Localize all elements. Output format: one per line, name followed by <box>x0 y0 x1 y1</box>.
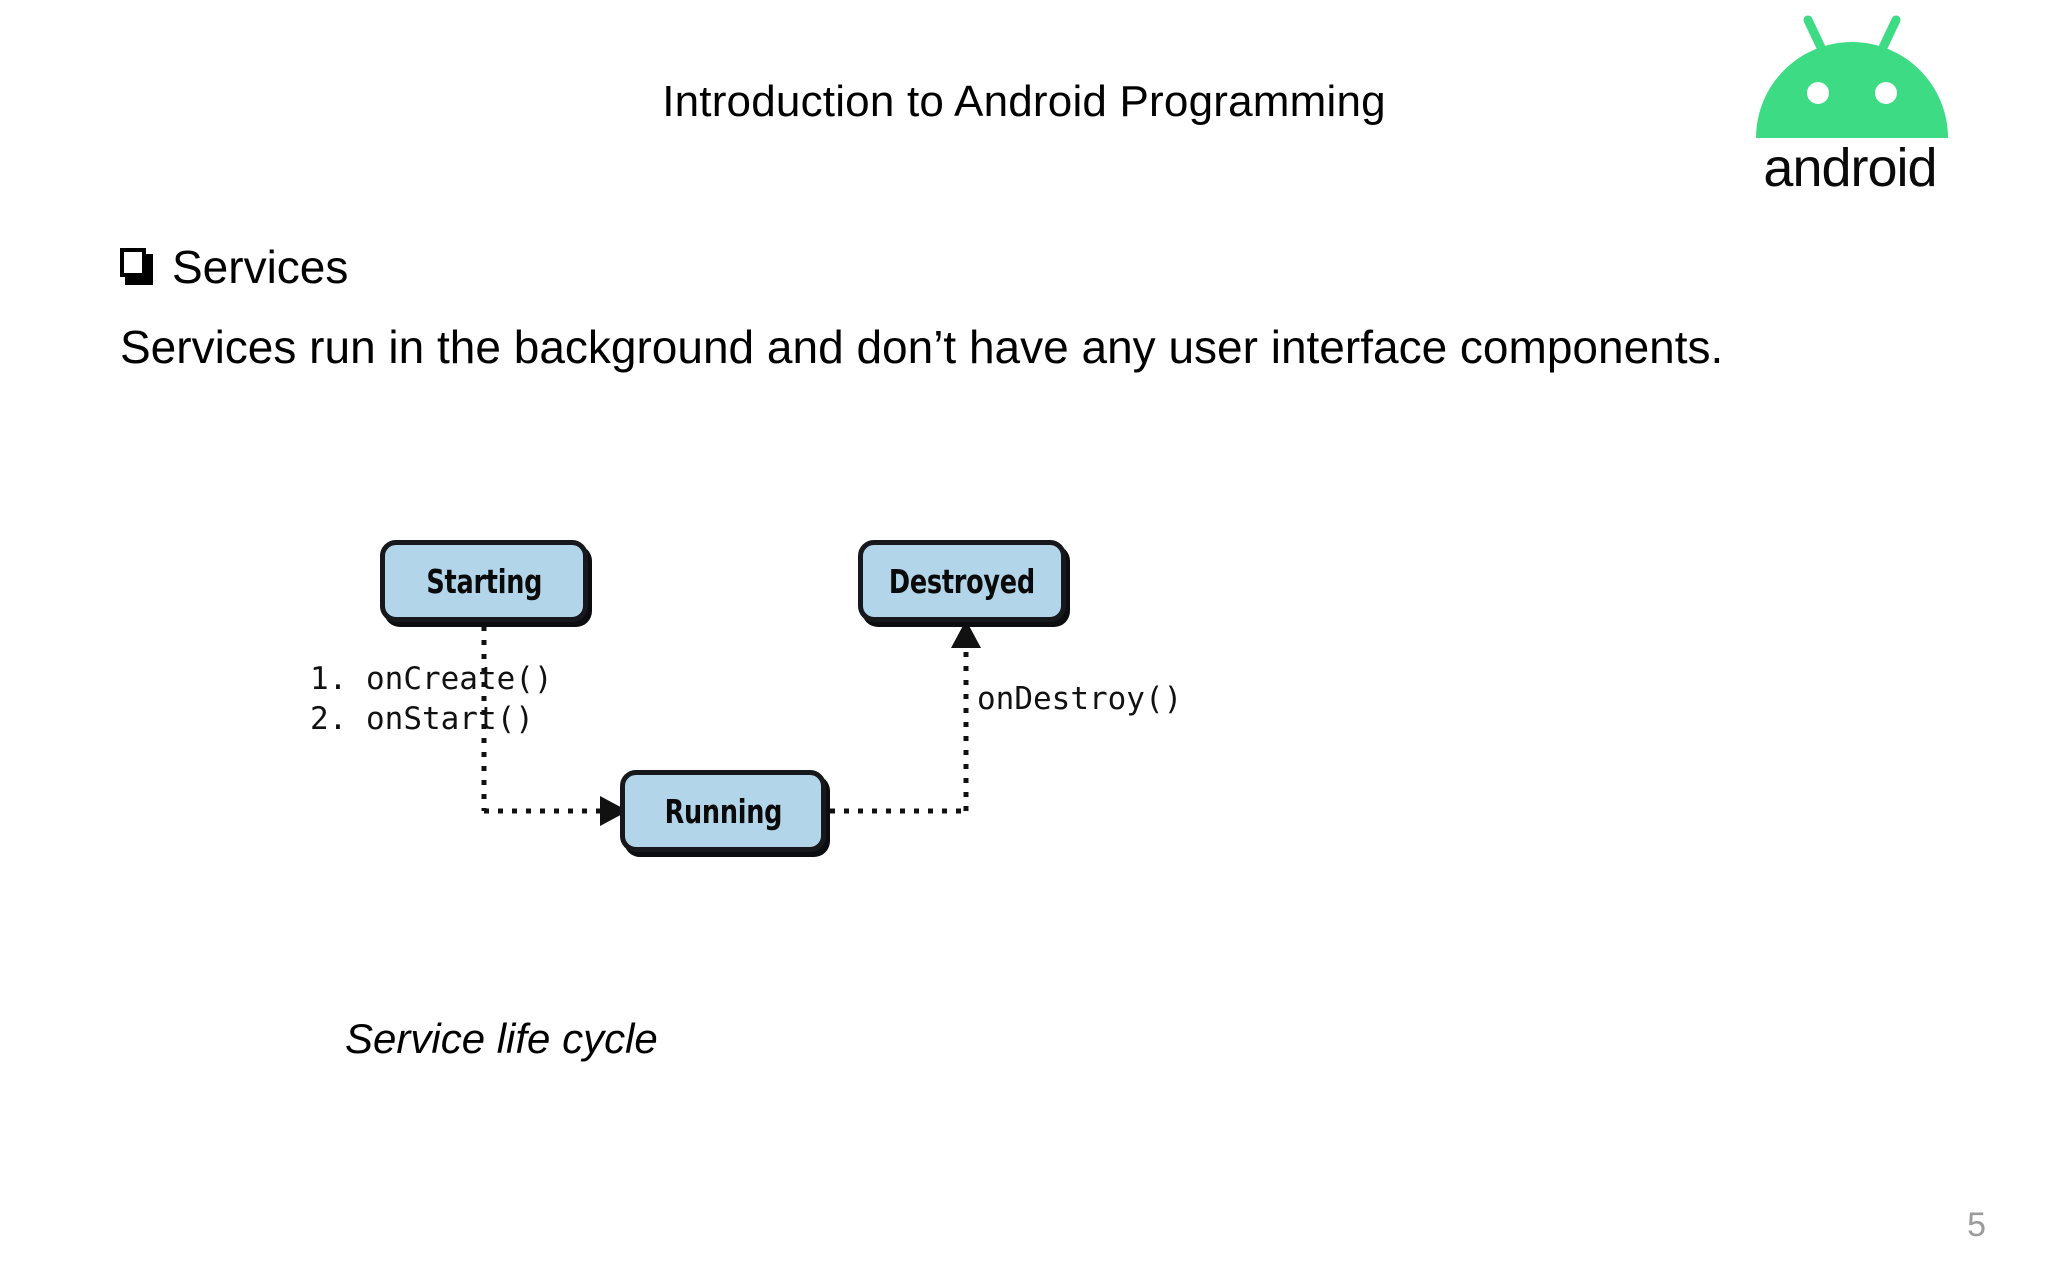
node-starting-label: Starting <box>426 561 542 601</box>
node-destroyed[interactable]: Destroyed <box>858 540 1066 622</box>
arrowhead-up-icon <box>951 620 981 648</box>
body-paragraph: Services run in the background and don’t… <box>120 321 1724 373</box>
page-title: Introduction to Android Programming <box>662 77 1386 126</box>
node-running-label: Running <box>664 791 782 831</box>
node-running[interactable]: Running <box>620 770 826 852</box>
android-wordmark: android <box>1763 138 1937 198</box>
edge-label-start-transition: 1. onCreate() 2. onStart() <box>310 660 553 739</box>
android-robot-icon <box>1756 15 1948 138</box>
arrowhead-right-icon <box>600 796 628 826</box>
android-logo: android <box>1740 14 1960 204</box>
node-destroyed-label: Destroyed <box>888 561 1035 601</box>
bullet-item-label: Services <box>172 241 349 293</box>
edge-label-onstart: 2. onStart() <box>310 700 534 737</box>
bullet-item-services: Services <box>120 244 348 290</box>
edge-label-ondestroy: onDestroy() <box>977 681 1183 717</box>
diagram-caption: Service life cycle <box>345 1015 658 1062</box>
diagram-connectors <box>481 620 981 826</box>
hollow-square-bullet-icon <box>120 248 154 286</box>
svg-text:android: android <box>1763 138 1936 198</box>
page-number: 5 <box>1967 1206 1986 1244</box>
edge-label-oncreate: 1. onCreate() <box>310 661 553 697</box>
service-lifecycle-diagram: Starting Destroyed Running 1. onCreate()… <box>310 500 1500 920</box>
node-starting[interactable]: Starting <box>380 540 588 622</box>
